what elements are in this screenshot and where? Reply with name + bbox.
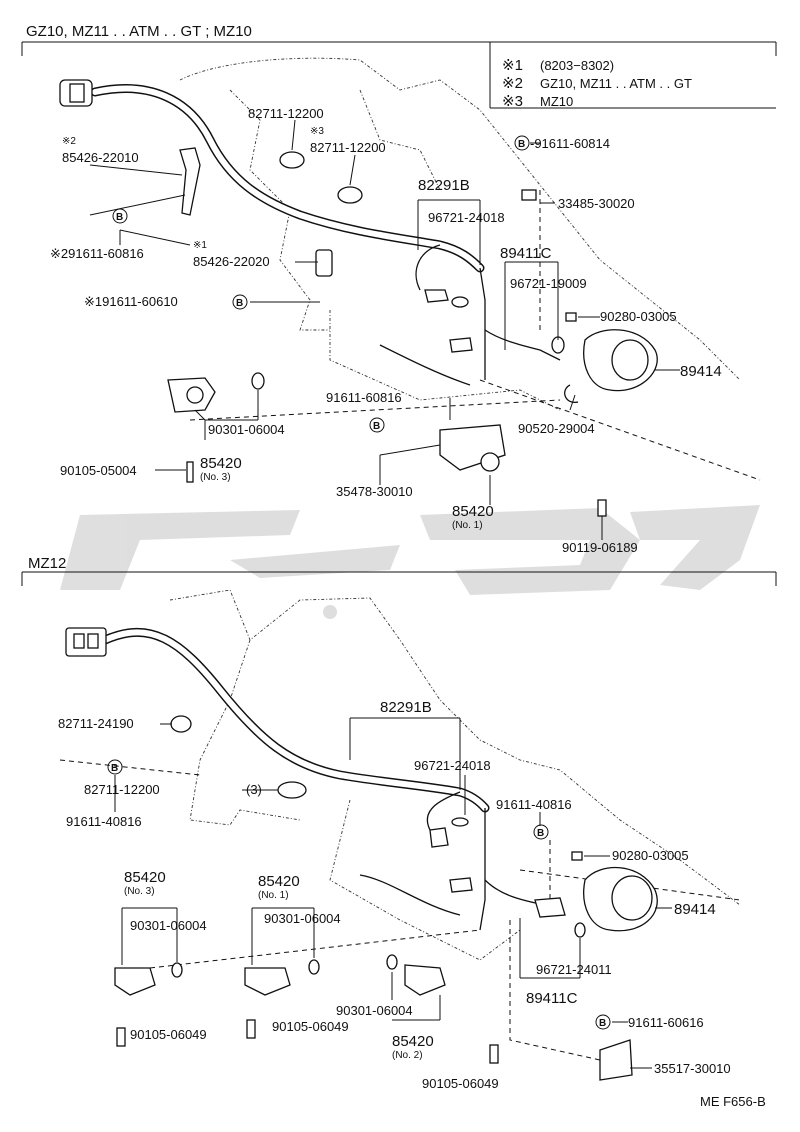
top-labels: GZ10, MZ11 . . ATM . . GT ; MZ10 ※1 (820… (26, 23, 722, 555)
b-label-82711-24190: 82711-24190 (58, 716, 134, 731)
b-label-90301-06004-a: 90301-06004 (130, 918, 207, 933)
svg-text:B: B (111, 763, 118, 774)
bottom-labels: MZ12 82291B 82711-24190 96721-24018 8271… (28, 555, 766, 1109)
b-label-qty3: (3) (246, 782, 262, 797)
label-90520-29004: 90520-29004 (518, 421, 595, 436)
bolt-b-circle-icon (107, 759, 611, 1030)
b-label-89414: 89414 (674, 901, 716, 918)
b-label-91611-40816-a: 91611-40816 (66, 814, 142, 829)
b-label-no2: (No. 2) (392, 1050, 423, 1061)
label-91611-60814: -91611-60814 (530, 136, 610, 151)
svg-text:B: B (518, 139, 525, 150)
label-90280-03005: 90280-03005 (600, 309, 677, 324)
label-89414: 89414 (680, 363, 722, 380)
label-89411c: 89411C (500, 245, 552, 262)
leader-lines-top (89, 119, 680, 540)
label-b-91611-60610: ※191611-60610 (84, 294, 178, 309)
top-section-frame (21, 41, 777, 56)
bolt-b-circle-icon (112, 135, 530, 433)
leader-lines-bottom (114, 717, 672, 1069)
o-ring-icon (116, 817, 586, 1064)
label-82711-12200-a: 82711-12200 (248, 106, 324, 121)
label-90119-06189: 90119-06189 (562, 540, 638, 555)
label-33485-30020: 33485-30020 (558, 196, 635, 211)
label-85420-b: 85420 (452, 503, 494, 520)
wire-harness-bottom (100, 627, 546, 931)
bottom-section-frame (21, 571, 777, 586)
svg-text:B: B (236, 298, 243, 309)
legend-text-2: GZ10, MZ11 . . ATM . . GT (540, 76, 692, 91)
bolt-b-letters-bottom: B B B (111, 763, 606, 1029)
label-no3: (No. 3) (200, 472, 231, 483)
label-96721-24018: 96721-24018 (428, 210, 505, 225)
legend-box (489, 42, 776, 109)
note-3: ※3 (310, 126, 324, 137)
label-85426-22020: 85426-22020 (193, 254, 270, 269)
b-label-90105-06049-a: 90105-06049 (130, 1027, 207, 1042)
svg-text:B: B (537, 828, 544, 839)
wire-harness-top (90, 84, 561, 386)
bolt-b-letters-top: B B B B (116, 139, 525, 432)
legend-mark-2: ※2 (502, 75, 523, 92)
connector-icon (59, 79, 93, 107)
label-no1: (No. 1) (452, 520, 483, 531)
label-91611-60816: 91611-60816 (326, 390, 402, 405)
svg-text:B: B (373, 421, 380, 432)
bottom-header: MZ12 (28, 555, 66, 572)
footer-code: ME F656-B (700, 1094, 766, 1109)
label-96721-19009: 96721-19009 (510, 276, 587, 291)
b-label-85420-no1: 85420 (258, 873, 300, 890)
note-1: ※1 (193, 240, 207, 251)
connector-icon (65, 627, 107, 657)
label-85426-22010: 85426-22010 (62, 150, 139, 165)
label-b-91611-60816: ※291611-60816 (50, 246, 144, 261)
b-label-96721-24018: 96721-24018 (414, 758, 491, 773)
b-label-91611-40816-b: 91611-40816 (496, 797, 572, 812)
transmission-outline-bottom (59, 589, 741, 1061)
clamp-icon (170, 715, 307, 799)
b-label-90105-06049-b: 90105-06049 (272, 1019, 349, 1034)
label-82711-12200-b: 82711-12200 (310, 140, 386, 155)
b-label-no3: (No. 3) (124, 886, 155, 897)
b-label-82291b: 82291B (380, 699, 432, 716)
b-label-91611-60616: 91611-60616 (628, 1015, 704, 1030)
clamp-icon (179, 147, 363, 277)
b-label-90301-06004-b: 90301-06004 (264, 911, 341, 926)
watermark (60, 505, 760, 619)
b-label-82711-12200: 82711-12200 (84, 782, 160, 797)
legend-mark-3: ※3 (502, 93, 523, 110)
solenoid-icon (167, 289, 658, 472)
top-header: GZ10, MZ11 . . ATM . . GT ; MZ10 (26, 23, 252, 40)
svg-text:B: B (599, 1018, 606, 1029)
label-90301-06004: 90301-06004 (208, 422, 285, 437)
b-label-90280-03005: 90280-03005 (612, 848, 689, 863)
transmission-outline-top (179, 57, 761, 481)
b-label-89411c: 89411C (526, 990, 578, 1007)
label-85420: 85420 (200, 455, 242, 472)
note-2: ※2 (62, 136, 76, 147)
legend-mark-1: ※1 (502, 57, 523, 74)
b-label-90105-06049-c: 90105-06049 (422, 1076, 499, 1091)
b-label-96721-24011: 96721-24011 (536, 962, 612, 977)
b-label-no1: (No. 1) (258, 890, 289, 901)
label-90105-05004: 90105-05004 (60, 463, 137, 478)
label-82291b: 82291B (418, 177, 470, 194)
b-label-85420-no3: 85420 (124, 869, 166, 886)
b-label-35517-30010: 35517-30010 (654, 1061, 731, 1076)
svg-text:B: B (116, 212, 123, 223)
b-label-90301-06004-c: 90301-06004 (336, 1003, 413, 1018)
legend-text-3: MZ10 (540, 94, 573, 109)
label-35478-30010: 35478-30010 (336, 484, 413, 499)
o-ring-icon (186, 189, 607, 517)
legend-text-1: (8203−8302) (540, 58, 614, 73)
solenoid-icon (114, 827, 658, 1081)
b-label-85420-no2: 85420 (392, 1033, 434, 1050)
